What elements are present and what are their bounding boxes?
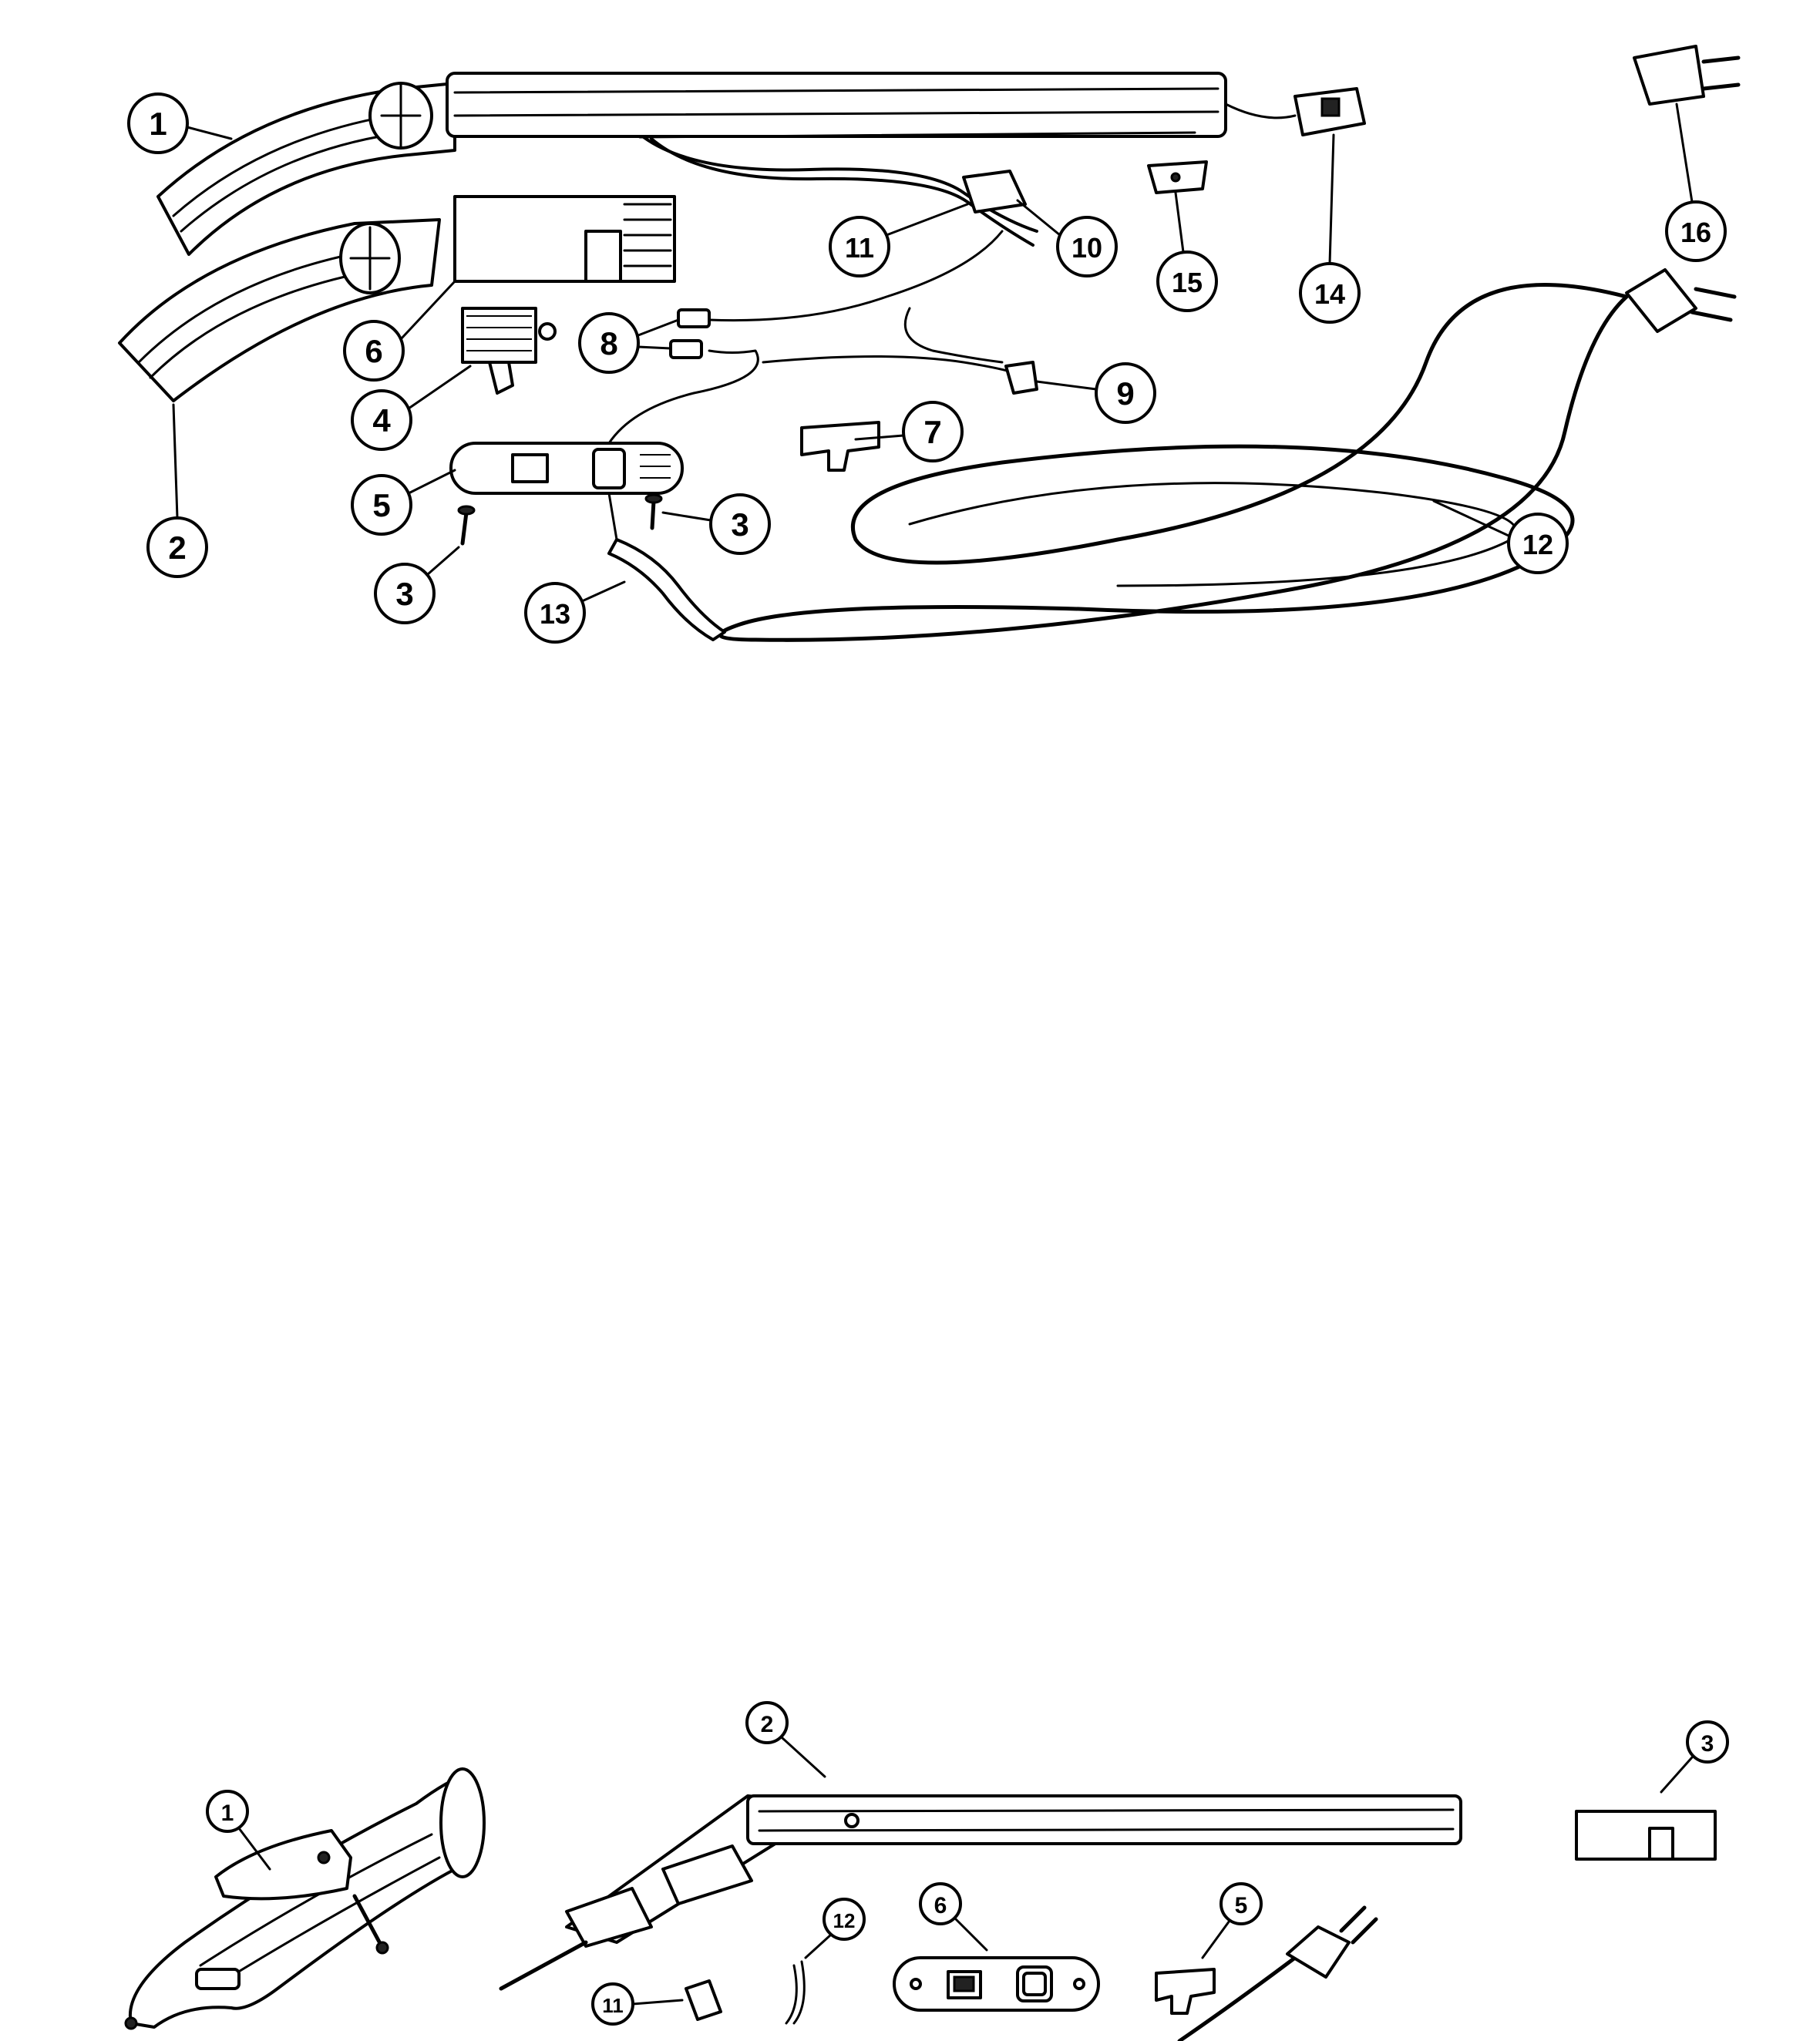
top-callout-1-label: 1 <box>149 106 167 142</box>
top-part-16-plug <box>1633 45 1741 106</box>
top-callout-13-label: 13 <box>540 598 570 630</box>
top-callout-1: 1 <box>127 92 233 154</box>
bottom-part-12-wires <box>785 1960 806 2025</box>
bottom-callout-1: 1 <box>206 1790 271 1871</box>
bottom-callout-1-label: 1 <box>221 1801 234 1826</box>
bottom-callout-2: 2 <box>745 1701 826 1778</box>
top-callout-2-label: 2 <box>168 530 186 566</box>
bottom-part-plug-lead <box>1177 1905 1378 2041</box>
top-callouts: 1 2 3 3 4 <box>127 92 1727 644</box>
top-part-7-cord-clip <box>800 421 880 472</box>
top-callout-4: 4 <box>351 365 472 451</box>
top-callout-3-right-label: 3 <box>731 506 749 543</box>
bottom-callout-12: 12 <box>804 1898 866 1959</box>
bottom-part-13-screw <box>352 1894 389 1955</box>
bottom-part-3-cover-block <box>1575 1810 1717 1861</box>
top-callout-3-left-label: 3 <box>395 576 413 612</box>
top-callout-3-right: 3 <box>661 493 771 555</box>
bottom-part-5-cord-clip <box>1155 1968 1216 2015</box>
top-callout-5: 5 <box>351 469 456 536</box>
top-callout-14: 14 <box>1299 133 1361 324</box>
bottom-callout-3: 3 <box>1660 1720 1729 1794</box>
top-callout-9-label: 9 <box>1116 375 1134 412</box>
bottom-callout-11-label: 11 <box>602 1994 624 2017</box>
top-exploded-view: 1 2 3 3 4 <box>118 45 1741 644</box>
top-part-4-switch <box>461 307 557 395</box>
bottom-callout-11: 11 <box>591 1982 684 2026</box>
top-callout-6: 6 <box>343 280 456 382</box>
top-callout-3-left: 3 <box>374 546 460 624</box>
top-callout-6-label: 6 <box>365 333 382 369</box>
bottom-callout-12-label: 12 <box>833 1909 856 1932</box>
top-callout-5-label: 5 <box>372 487 390 523</box>
top-callout-9: 9 <box>1035 362 1156 424</box>
top-callout-12: 12 <box>1432 499 1569 574</box>
top-callout-4-label: 4 <box>372 402 391 439</box>
top-callout-8: 8 <box>578 312 680 374</box>
top-part-3-screw-left <box>457 505 476 546</box>
top-callout-11-label: 11 <box>845 232 874 264</box>
bottom-callout-6: 6 <box>919 1882 988 1952</box>
bottom-part-11-wire-nut <box>685 1979 722 2021</box>
top-part-12-cord <box>718 268 1737 642</box>
top-callout-8-label: 8 <box>600 325 617 361</box>
bottom-exploded-view: 1 2 3 5 6 <box>124 1701 1729 2041</box>
top-callout-7-label: 7 <box>923 414 941 450</box>
bottom-callout-2-label: 2 <box>761 1712 774 1737</box>
top-callout-13: 13 <box>524 580 626 644</box>
top-part-1-handle-with-tube <box>156 72 1366 256</box>
top-callout-16: 16 <box>1665 103 1727 262</box>
bottom-part-14-handle-cap <box>214 1829 352 1901</box>
bottom-callout-5-label: 5 <box>1235 1893 1248 1918</box>
bottom-part-2-wand-tube <box>499 1794 1462 1991</box>
top-callout-14-label: 14 <box>1314 278 1345 310</box>
top-callout-7: 7 <box>854 401 964 462</box>
top-callout-10: 10 <box>1016 199 1118 277</box>
top-part-15-clip <box>1147 160 1208 194</box>
top-wiring <box>607 136 1038 445</box>
top-callout-11: 11 <box>829 203 969 277</box>
top-part-5-switch-plate <box>449 442 684 495</box>
bottom-callout-6-label: 6 <box>934 1893 947 1918</box>
top-part-3-screw-right <box>644 493 663 530</box>
top-callout-2: 2 <box>146 403 208 578</box>
bottom-part-1-handle-grip <box>124 1767 486 2030</box>
top-part-6-cover-block <box>453 195 676 283</box>
top-callout-16-label: 16 <box>1680 217 1711 248</box>
top-callout-12-label: 12 <box>1522 529 1553 560</box>
top-part-13-strain-relief <box>607 492 726 641</box>
top-callout-15: 15 <box>1156 191 1218 312</box>
bottom-callout-3-label: 3 <box>1701 1731 1714 1757</box>
top-callout-10-label: 10 <box>1071 232 1102 264</box>
top-callout-15-label: 15 <box>1172 267 1203 298</box>
bottom-callouts: 1 2 3 5 6 <box>206 1701 1729 2026</box>
bottom-part-6-switch-plate <box>893 1956 1100 2012</box>
bottom-callout-5: 5 <box>1201 1882 1263 1959</box>
top-part-2-handle-half <box>118 218 441 402</box>
